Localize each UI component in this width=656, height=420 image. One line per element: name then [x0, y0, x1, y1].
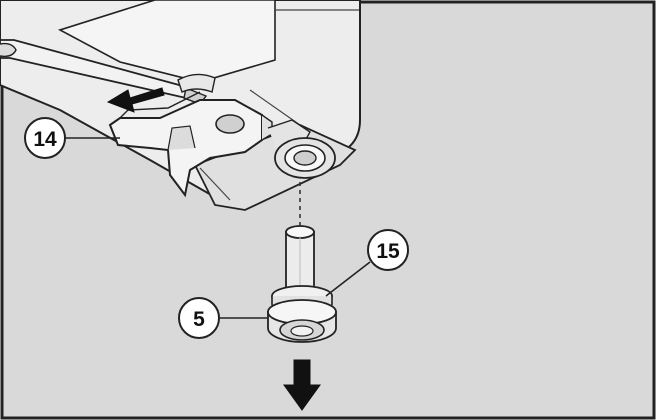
callout-a: 14 — [24, 117, 66, 159]
pin-head — [267, 299, 337, 343]
callout-b-leader — [325, 261, 371, 297]
remove-direction-arrow — [283, 359, 321, 411]
callout-c-label: 5 — [193, 308, 205, 331]
hinge-pin-part — [285, 225, 315, 293]
callout-b: 15 — [367, 229, 409, 271]
callout-b-label: 15 — [376, 240, 400, 263]
callout-a-label: 14 — [33, 128, 57, 151]
pin-socket — [274, 137, 336, 179]
callout-c: 5 — [178, 297, 220, 339]
slide-direction-arrow — [106, 87, 165, 113]
